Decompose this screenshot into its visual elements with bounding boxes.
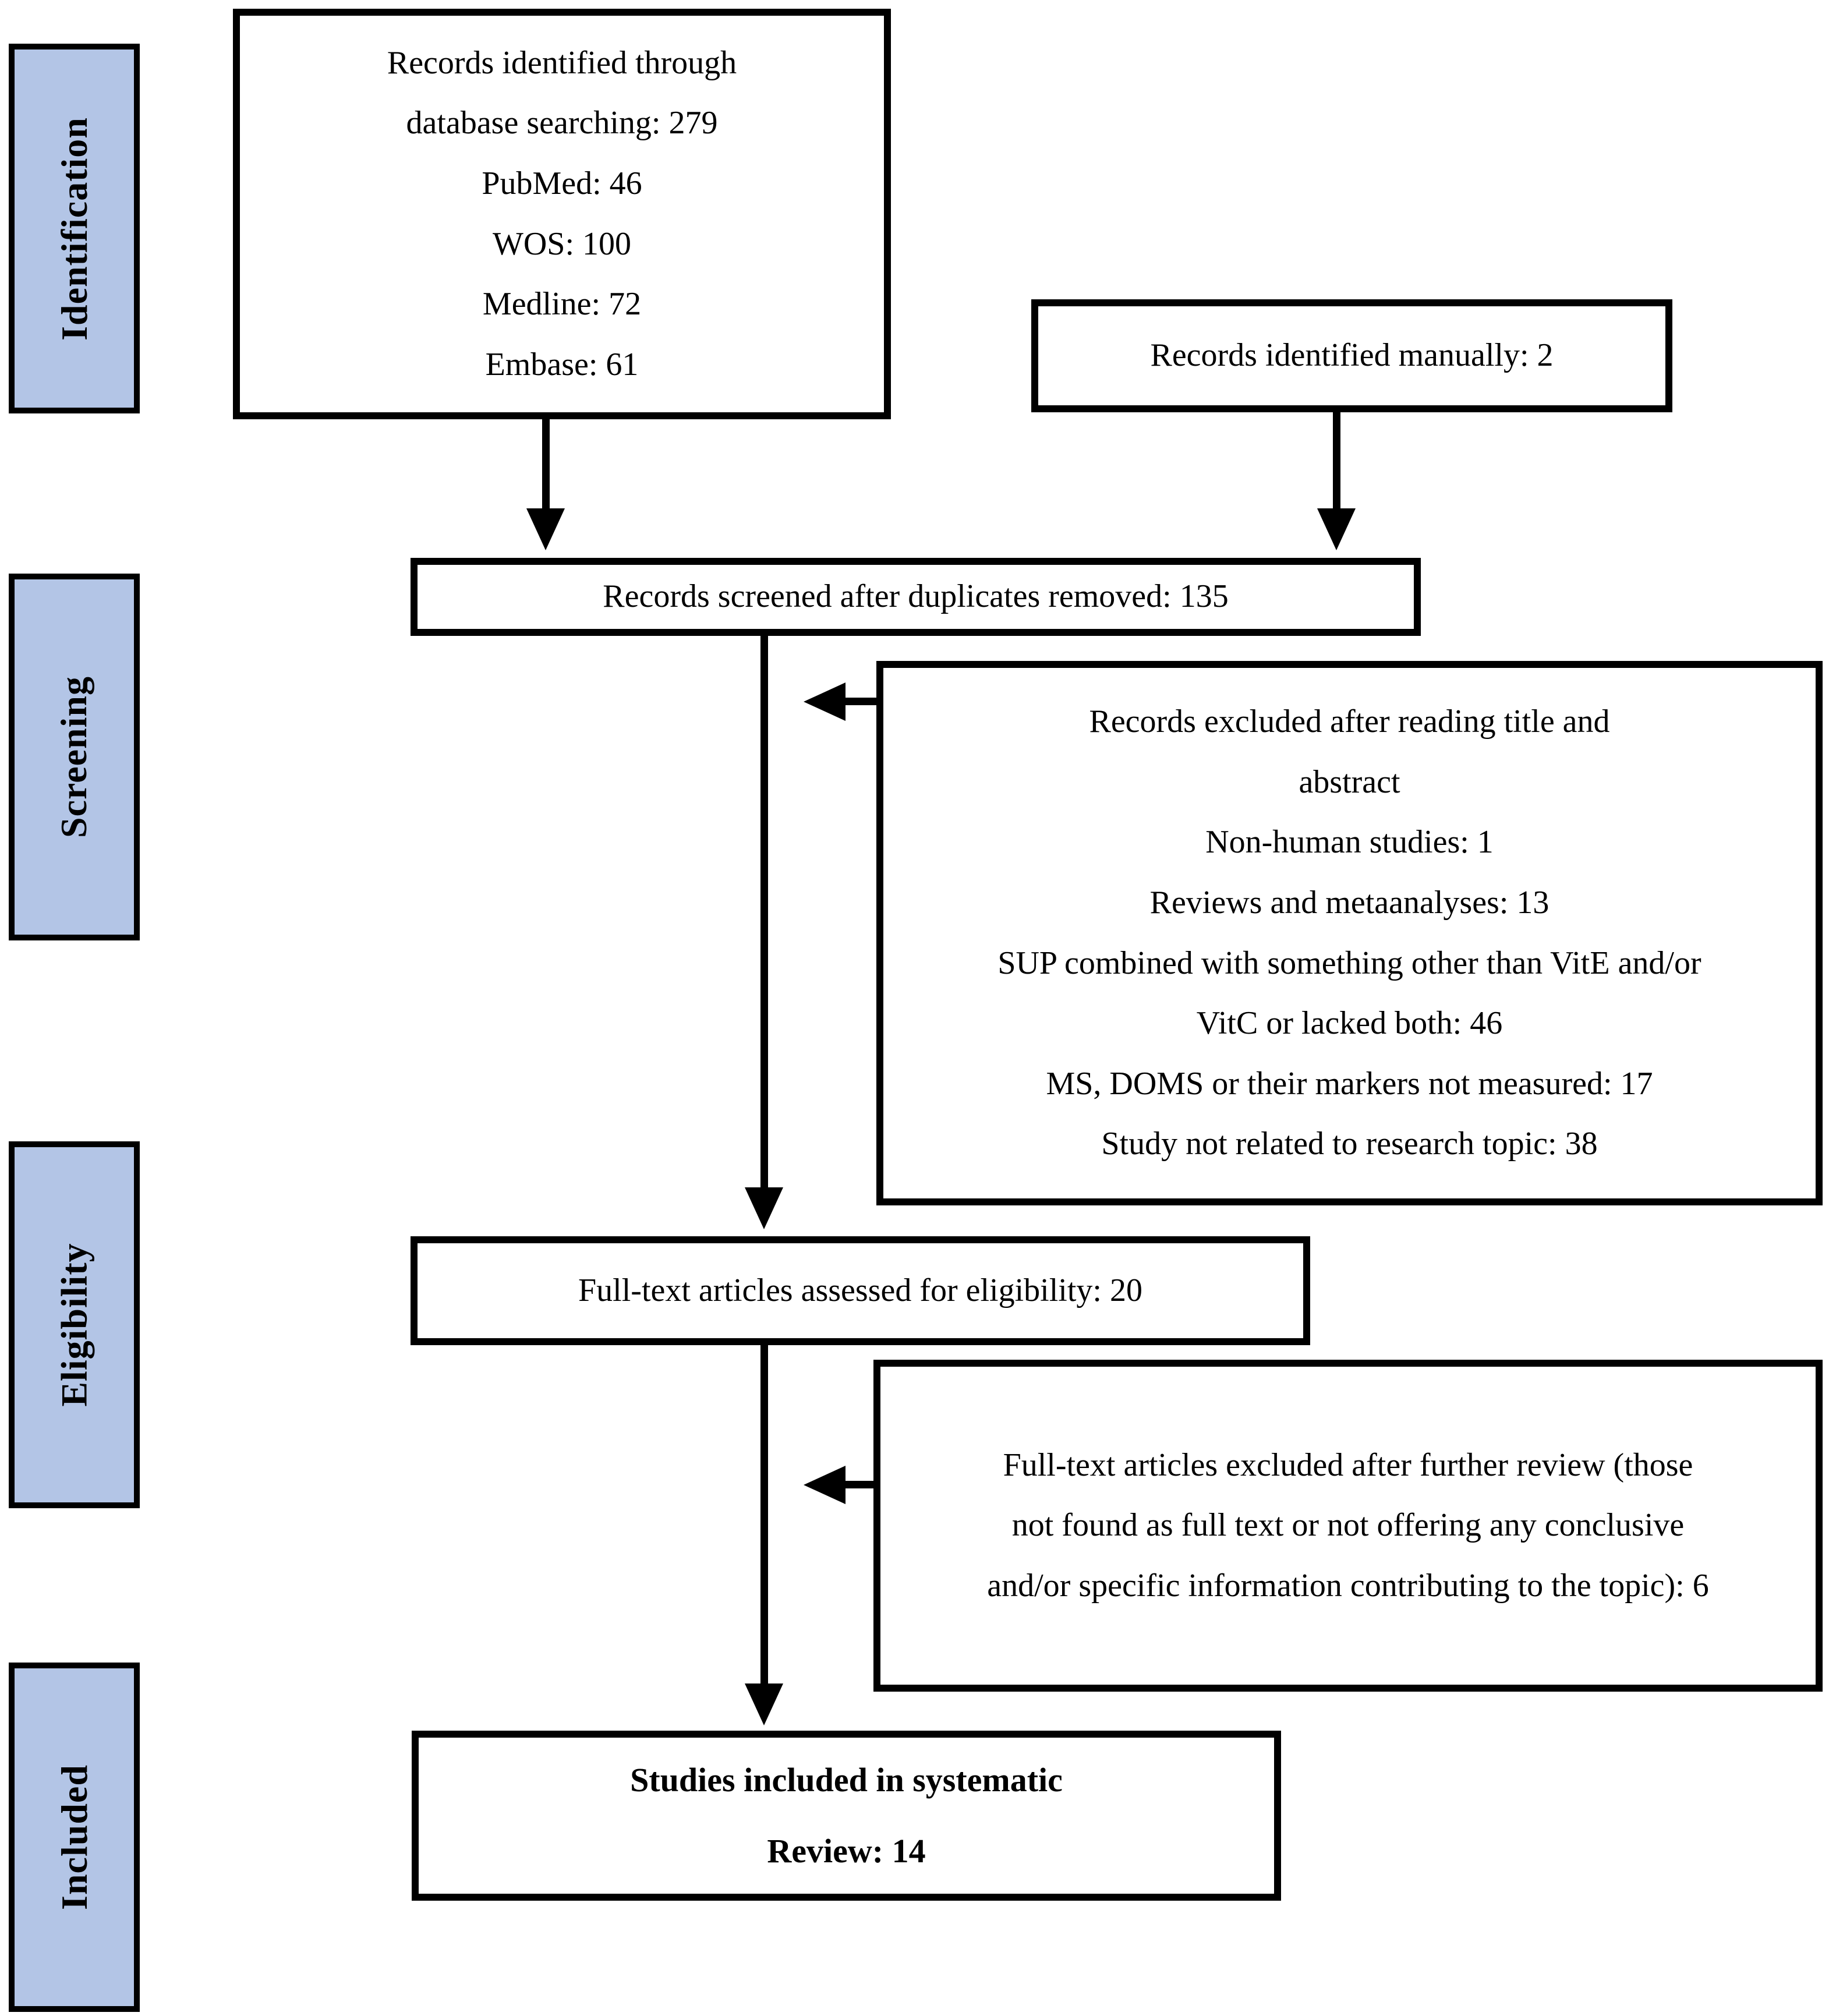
records-screened-text: Records screened after duplicates remove… (603, 578, 1229, 615)
included-studies-line-1: Studies included in systematic (630, 1761, 1063, 1799)
db-source-wos: WOS: 100 (493, 225, 631, 262)
stage-box-eligibility: Eligibility (9, 1141, 140, 1508)
exclusion-reason-reviews: Reviews and metaanalyses: 13 (1149, 884, 1549, 921)
arrow-fulltext-to-included-head-icon (745, 1683, 783, 1725)
arrow-db-to-screened-shaft (542, 419, 550, 510)
included-studies-line-2: Review: 14 (767, 1832, 926, 1870)
box-fulltext-assessed: Full-text articles assessed for eligibil… (411, 1236, 1310, 1345)
box-screening-exclusions: Records excluded after reading title and… (876, 661, 1823, 1205)
db-source-embase: Embase: 61 (485, 346, 639, 383)
stage-label-eligibility: Eligibility (53, 1243, 95, 1407)
arrow-manual-to-screened-head-icon (1317, 508, 1356, 550)
db-search-line-1: Records identified through (387, 44, 737, 81)
arrow-screened-to-fulltext-head-icon (745, 1187, 783, 1229)
arrow-manual-to-screened-shaft (1333, 412, 1340, 510)
arrow-screening-exclusion-head-icon (804, 682, 845, 721)
fulltext-exclusions-text: Full-text articles excluded after furthe… (987, 1446, 1709, 1604)
arrow-fulltext-to-included-shaft (760, 1343, 768, 1685)
box-records-manual: Records identified manually: 2 (1031, 299, 1672, 412)
exclusion-reason-sup-combined: SUP combined with something other than V… (997, 945, 1701, 1042)
arrow-fulltext-exclusion-shaft (844, 1481, 875, 1488)
box-included-studies: Studies included in systematic Review: 1… (412, 1731, 1281, 1901)
stage-label-identification: Identification (53, 116, 95, 341)
db-source-medline: Medline: 72 (482, 286, 642, 323)
stage-box-screening: Screening (9, 574, 140, 940)
box-records-database-search: Records identified through database sear… (233, 9, 891, 419)
fulltext-assessed-text: Full-text articles assessed for eligibil… (578, 1272, 1142, 1308)
stage-box-identification: Identification (9, 44, 140, 413)
db-search-line-2: database searching: 279 (406, 105, 718, 142)
arrow-fulltext-exclusion-head-icon (804, 1466, 845, 1504)
stage-box-included: Included (9, 1663, 140, 2012)
stage-label-screening: Screening (53, 675, 95, 839)
db-source-pubmed: PubMed: 46 (482, 165, 642, 201)
exclusion-reason-nonhuman: Non-human studies: 1 (1205, 824, 1494, 861)
arrow-db-to-screened-head-icon (526, 508, 565, 550)
manual-records-text: Records identified manually: 2 (1150, 337, 1554, 374)
box-fulltext-exclusions: Full-text articles excluded after furthe… (873, 1360, 1823, 1692)
screening-exclusions-title-1: Records excluded after reading title and (1089, 703, 1610, 740)
arrow-screening-exclusion-shaft (844, 698, 878, 705)
stage-label-included: Included (53, 1764, 95, 1910)
exclusion-reason-not-related: Study not related to research topic: 38 (1101, 1126, 1598, 1162)
arrow-screened-to-fulltext-shaft (760, 634, 768, 1189)
box-records-screened: Records screened after duplicates remove… (411, 558, 1421, 636)
exclusion-reason-ms-doms: MS, DOMS or their markers not measured: … (1046, 1065, 1653, 1102)
screening-exclusions-title-2: abstract (1299, 763, 1400, 800)
